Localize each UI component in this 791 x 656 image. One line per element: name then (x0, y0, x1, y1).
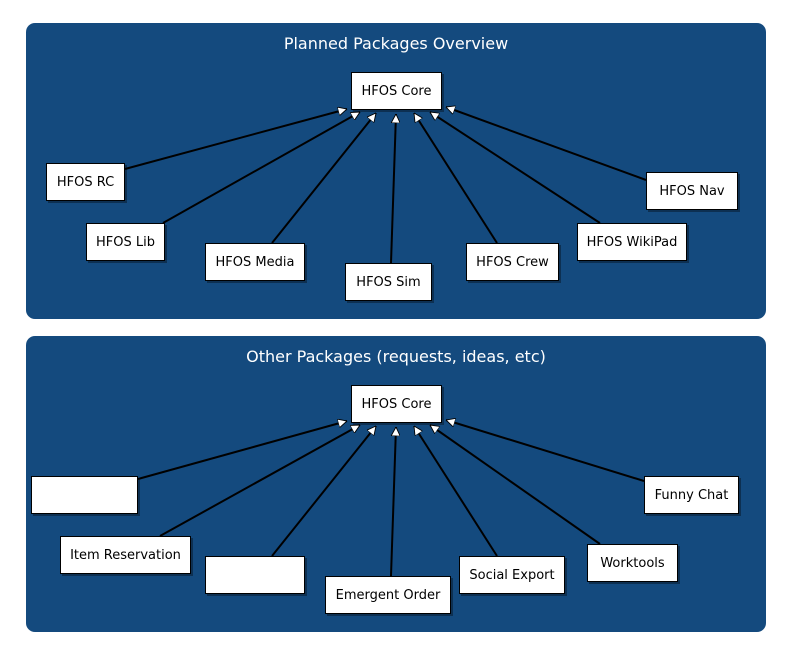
dependency-arrow (413, 426, 498, 557)
dependency-arrow (390, 427, 396, 577)
package-node: HFOS WikiPad (577, 223, 687, 261)
package-node: Item Reservation (60, 536, 191, 574)
dependency-arrow (271, 113, 377, 244)
package-node: HFOS Nav (646, 172, 738, 210)
package-node: Social Export (459, 556, 565, 594)
dependency-arrow (124, 109, 347, 170)
dependency-arrow (430, 424, 601, 545)
dependency-arrow (271, 426, 377, 557)
dependency-arrow (430, 111, 601, 224)
dependency-arrow (162, 111, 360, 224)
package-node-empty (205, 556, 305, 594)
package-node: Funny Chat (644, 476, 739, 514)
core-node: HFOS Core (351, 72, 442, 110)
package-node-empty (31, 476, 138, 514)
package-node: HFOS Lib (86, 223, 165, 261)
package-node: Worktools (587, 544, 678, 582)
dependency-arrow (446, 420, 645, 482)
package-node: HFOS Media (205, 243, 305, 281)
package-node: HFOS RC (46, 163, 125, 201)
package-node: HFOS Sim (345, 263, 432, 301)
package-node: HFOS Crew (466, 243, 559, 281)
package-node: Emergent Order (325, 576, 451, 614)
dependency-arrow (413, 113, 498, 244)
panel-title: Planned Packages Overview (283, 34, 509, 53)
dependency-arrow (159, 424, 360, 537)
core-node: HFOS Core (351, 385, 442, 423)
panel-title: Other Packages (requests, ideas, etc) (246, 347, 546, 366)
dependency-arrow (137, 421, 347, 480)
dependency-arrow (446, 107, 647, 181)
dependency-arrow (390, 114, 396, 264)
